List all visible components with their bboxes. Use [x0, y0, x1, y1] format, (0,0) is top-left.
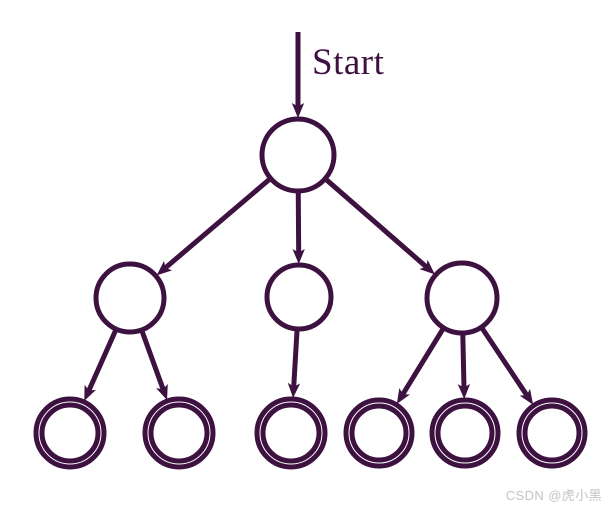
node-circle[interactable]	[264, 262, 334, 332]
edge-line	[139, 330, 166, 391]
node-inner-circle[interactable]	[349, 403, 409, 463]
tree-edge-m3-to-leaf5	[457, 333, 471, 400]
tree-node-leaf3[interactable]	[254, 396, 328, 470]
node-inner-circle[interactable]	[148, 402, 210, 464]
node-outer-circle[interactable]	[516, 397, 588, 469]
node-inner-circle[interactable]	[435, 403, 495, 463]
node-outer-circle[interactable]	[254, 396, 328, 470]
nodes-layer	[33, 116, 588, 470]
tree-node-m1[interactable]	[93, 261, 167, 335]
node-outer-circle[interactable]	[33, 396, 107, 470]
tree-edge-m3-to-leaf6	[479, 326, 534, 405]
tree-edge-m2-to-leaf3	[287, 329, 301, 399]
entry-arrow	[291, 32, 305, 118]
node-inner-circle[interactable]	[522, 403, 582, 463]
tree-node-leaf1[interactable]	[33, 396, 107, 470]
tree-node-root[interactable]	[259, 116, 337, 194]
edge-arrowhead	[84, 384, 96, 402]
node-circle[interactable]	[424, 260, 500, 336]
entry-arrow-layer	[291, 32, 305, 118]
tree-node-m2[interactable]	[264, 262, 334, 332]
node-circle[interactable]	[93, 261, 167, 335]
watermark-text: CSDN @虎小黑	[505, 488, 602, 503]
edge-arrowhead	[396, 388, 410, 405]
edge-arrowhead	[457, 383, 471, 400]
tree-edge-m1-to-leaf2	[139, 330, 168, 401]
edge-arrowhead	[419, 259, 435, 275]
tree-edge-m1-to-leaf1	[84, 328, 119, 402]
edge-arrowhead	[287, 382, 301, 399]
tree-edge-root-to-m1	[156, 177, 272, 276]
edge-arrowhead	[156, 383, 168, 401]
tree-edge-root-to-m3	[324, 177, 435, 275]
tree-node-leaf2[interactable]	[142, 396, 216, 470]
edge-arrowhead	[156, 260, 173, 276]
edge-arrowhead	[292, 248, 305, 265]
edge-line	[324, 177, 429, 269]
start-label: Start	[312, 42, 385, 83]
edge-line	[400, 327, 446, 396]
edge-line	[86, 328, 119, 392]
node-inner-circle[interactable]	[260, 402, 322, 464]
tree-node-leaf4[interactable]	[343, 397, 415, 469]
node-inner-circle[interactable]	[39, 402, 101, 464]
edge-line	[291, 329, 300, 388]
node-outer-circle[interactable]	[142, 396, 216, 470]
entry-arrowhead	[291, 103, 305, 118]
edges-layer	[84, 177, 534, 405]
node-outer-circle[interactable]	[343, 397, 415, 469]
edge-line	[163, 177, 272, 271]
tree-edge-m3-to-leaf4	[396, 327, 446, 405]
tree-node-m3[interactable]	[424, 260, 500, 336]
edge-line	[479, 326, 530, 397]
node-circle[interactable]	[259, 116, 337, 194]
edge-line	[460, 333, 467, 389]
tree-node-leaf6[interactable]	[516, 397, 588, 469]
tree-edge-root-to-m2	[292, 191, 305, 265]
edge-arrowhead	[519, 388, 534, 405]
tree-node-leaf5[interactable]	[429, 397, 501, 469]
node-outer-circle[interactable]	[429, 397, 501, 469]
